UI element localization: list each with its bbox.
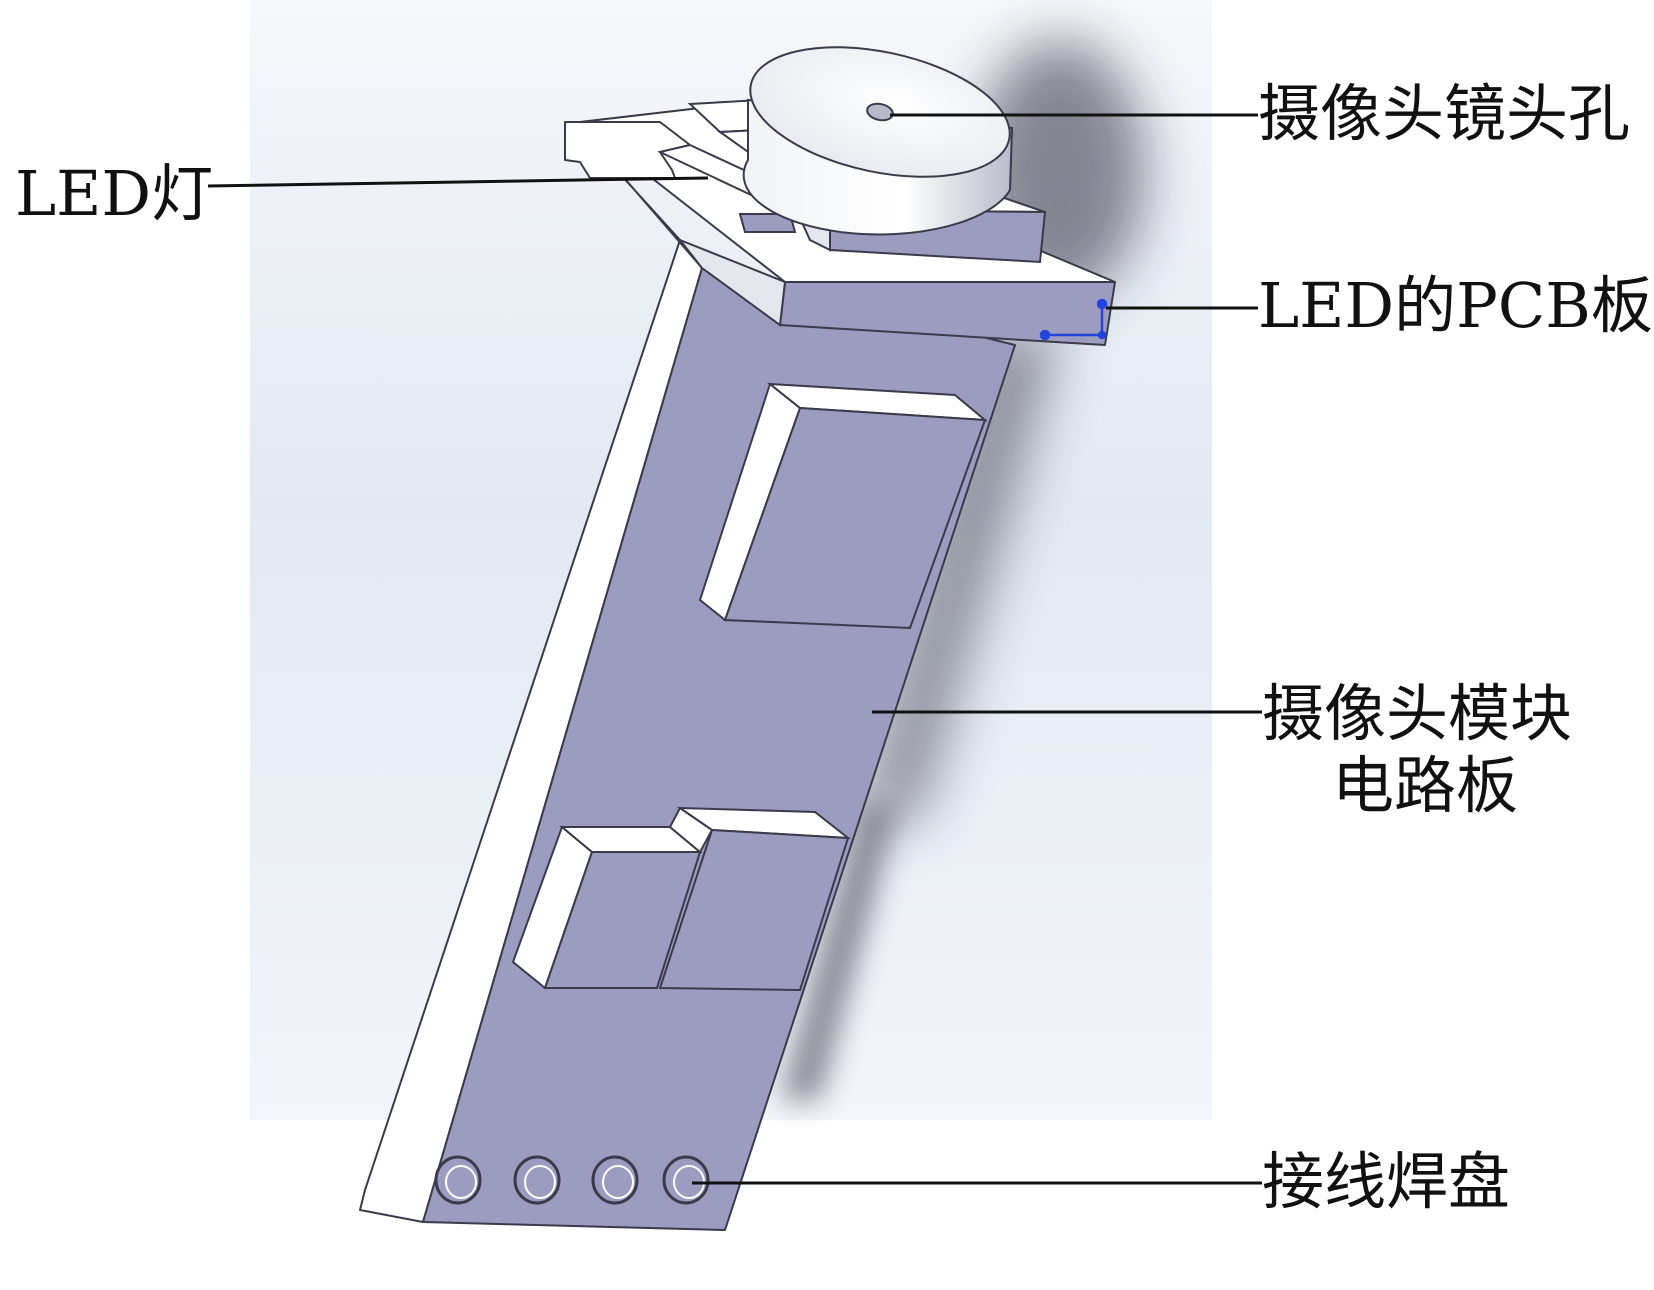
leader-lines — [207, 113, 1262, 1185]
solder-pad-1 — [434, 1155, 482, 1205]
label-led-pcb: LED的PCB板 — [1258, 269, 1653, 342]
lower-right-chip — [658, 806, 852, 992]
leader-led-light — [207, 176, 709, 188]
solder-pad-2 — [513, 1155, 561, 1205]
led-light-block — [738, 213, 797, 233]
solder-pads — [434, 1155, 710, 1205]
label-camera-lens-hole: 摄像头镜头孔 — [1258, 77, 1631, 150]
axis-marker — [1039, 298, 1108, 341]
lower-left-chip — [511, 825, 703, 990]
label-camera-module-pcb-line2: 电路板 — [1332, 749, 1519, 822]
label-led-light: LED灯 — [15, 157, 214, 230]
label-solder-pads: 接线焊盘 — [1262, 1145, 1511, 1218]
camera-lens-cylinder — [742, 46, 1014, 236]
upper-chip — [698, 382, 988, 630]
solder-pad-4 — [662, 1155, 710, 1205]
label-camera-module-pcb-line1: 摄像头模块 — [1262, 677, 1573, 750]
solder-pad-3 — [591, 1155, 639, 1205]
